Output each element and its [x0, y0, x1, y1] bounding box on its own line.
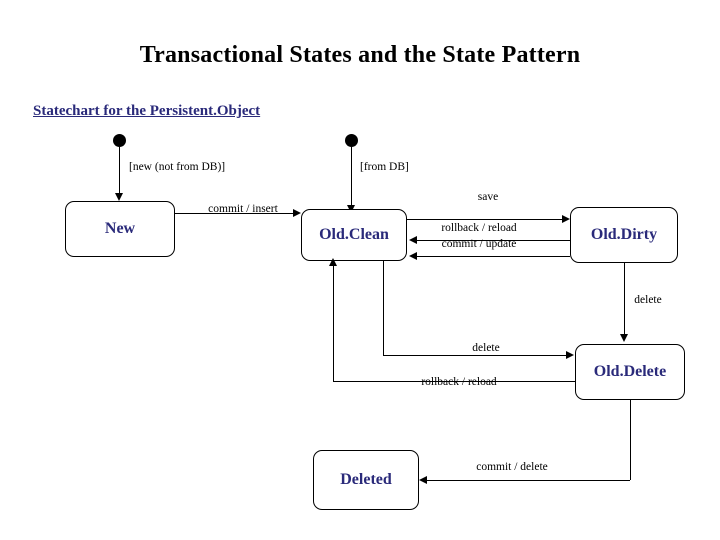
edge-commit-insert-arrow	[293, 209, 301, 217]
initial-node-old	[345, 134, 358, 147]
state-old-dirty-label: Old.Dirty	[590, 226, 658, 243]
edge-commit-delete-hline	[427, 480, 630, 481]
edge-rollback-reload-top-line	[415, 240, 570, 241]
edge-rollback-reload-bottom-vline	[333, 262, 334, 381]
initial-label-old: [from DB]	[360, 161, 409, 173]
state-old-delete-label: Old.Delete	[593, 363, 667, 380]
edge-commit-insert-line	[175, 213, 294, 214]
edge-rollback-reload-top-label: rollback / reload	[441, 222, 517, 234]
edge-rollback-reload-bottom-hline	[333, 381, 575, 382]
edge-delete-clean-arrow	[566, 351, 574, 359]
edge-delete-dirty-line	[624, 263, 625, 336]
edge-rollback-reload-bottom-arrow	[329, 258, 337, 266]
edge-commit-delete-vline	[630, 400, 631, 480]
edge-delete-clean-vline	[383, 261, 384, 355]
edge-commit-delete-arrow	[419, 476, 427, 484]
edge-save-label: save	[477, 191, 499, 203]
edge-commit-delete-label: commit / delete	[476, 461, 548, 473]
state-new-label: New	[104, 220, 136, 237]
edge-commit-update-line	[415, 256, 570, 257]
edge-rollback-reload-top-arrow	[409, 236, 417, 244]
state-old-dirty[interactable]: Old.Dirty	[570, 207, 678, 263]
state-deleted[interactable]: Deleted	[313, 450, 419, 510]
edge-delete-clean-hline	[383, 355, 567, 356]
state-old-clean-label: Old.Clean	[319, 226, 389, 243]
page-subtitle: Statechart for the Persistent.Object	[33, 103, 261, 119]
edge-save-line	[407, 219, 563, 220]
edge-commit-insert-label: commit / insert	[208, 203, 278, 215]
edge-delete-dirty-label: delete	[634, 294, 662, 306]
edge-delete-dirty-arrow	[620, 334, 628, 342]
state-deleted-label: Deleted	[340, 471, 392, 488]
state-new[interactable]: New	[65, 201, 175, 257]
edge-commit-update-arrow	[409, 252, 417, 260]
edge-start-oldclean-line	[351, 147, 352, 207]
edge-start-new-line	[119, 147, 120, 195]
edge-delete-clean-label: delete	[472, 342, 500, 354]
edge-save-arrow	[562, 215, 570, 223]
initial-label-new: [new (not from DB)]	[129, 161, 226, 173]
edge-rollback-reload-bottom-label: rollback / reload	[421, 376, 497, 388]
edge-commit-update-label: commit / update	[441, 238, 517, 250]
initial-node-new	[113, 134, 126, 147]
state-old-clean[interactable]: Old.Clean	[301, 209, 407, 261]
edge-start-new-arrow	[115, 193, 123, 201]
state-old-delete[interactable]: Old.Delete	[575, 344, 685, 400]
page-title: Transactional States and the State Patte…	[139, 42, 581, 68]
